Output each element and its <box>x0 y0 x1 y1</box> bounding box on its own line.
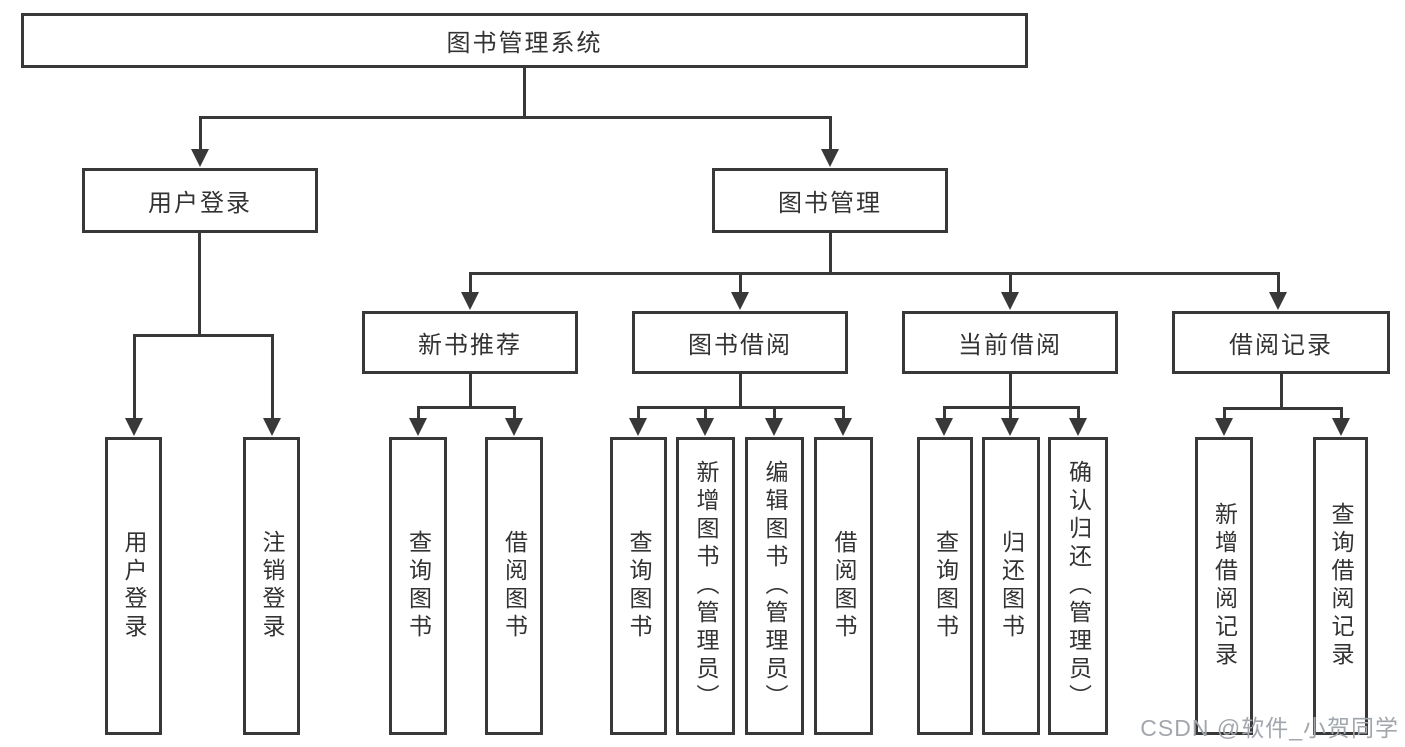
connector-line <box>468 374 472 409</box>
node-label: 借阅图书 <box>501 530 528 642</box>
arrowhead-down-icon <box>1269 292 1287 310</box>
node-label: 用户登录 <box>121 530 147 642</box>
connector-line <box>703 407 707 420</box>
connector-line <box>1008 407 1012 420</box>
node-borrow-records: 借阅记录 <box>1172 311 1390 374</box>
connector-line <box>197 233 201 337</box>
connector-line <box>416 407 420 420</box>
connector-line <box>1279 374 1283 410</box>
node-leaf-return-book: 归还图书 <box>982 437 1040 735</box>
arrowhead-down-icon <box>935 418 953 436</box>
connector-line <box>1222 408 1226 420</box>
arrowhead-down-icon <box>505 418 523 436</box>
node-leaf-add-borrow-record: 新增借阅记录 <box>1195 437 1253 735</box>
arrowhead-down-icon <box>821 149 839 167</box>
connector-line <box>772 407 776 420</box>
arrowhead-down-icon <box>696 418 714 436</box>
connector-line <box>828 233 832 275</box>
connector-line <box>132 335 136 420</box>
node-label: 查询图书 <box>932 530 959 642</box>
arrowhead-down-icon <box>263 418 281 436</box>
node-new-book-recommend: 新书推荐 <box>362 311 578 374</box>
node-current-borrow: 当前借阅 <box>902 311 1118 374</box>
node-leaf-query-book-1: 查询图书 <box>389 437 447 735</box>
node-label: 借阅图书 <box>831 530 857 642</box>
node-label: 图书管理系统 <box>446 30 603 57</box>
connector-line <box>636 407 640 420</box>
connector-line <box>522 68 526 119</box>
arrowhead-down-icon <box>1001 418 1019 436</box>
node-label: 新增图书（管理员） <box>693 460 719 712</box>
connector-line <box>416 405 516 409</box>
node-root: 图书管理系统 <box>21 13 1028 68</box>
node-leaf-borrow-book-2: 借阅图书 <box>814 437 873 735</box>
arrowhead-down-icon <box>1215 418 1233 436</box>
connector-line <box>1008 374 1012 409</box>
node-leaf-edit-book: 编辑图书（管理员） <box>745 437 804 735</box>
node-book-management: 图书管理 <box>712 168 948 233</box>
node-label: 当前借阅 <box>958 332 1062 359</box>
arrowhead-down-icon <box>834 418 852 436</box>
node-leaf-logout: 注销登录 <box>243 437 300 735</box>
connector-line <box>1339 408 1343 420</box>
connector-line <box>1222 406 1343 410</box>
arrowhead-down-icon <box>731 292 749 310</box>
node-book-borrow: 图书借阅 <box>632 311 848 374</box>
arrowhead-down-icon <box>1001 292 1019 310</box>
connector-line <box>1076 407 1080 420</box>
connector-line <box>468 271 1280 275</box>
node-label: 确认归还（管理员） <box>1065 460 1092 712</box>
connector-line <box>636 405 845 409</box>
node-leaf-query-book-3: 查询图书 <box>917 437 973 735</box>
node-label: 查询图书 <box>405 530 432 642</box>
node-label: 新增借阅记录 <box>1211 502 1238 670</box>
node-label: 用户登录 <box>148 190 252 217</box>
node-label: 新书推荐 <box>418 332 522 359</box>
connector-line <box>198 115 832 119</box>
arrowhead-down-icon <box>765 418 783 436</box>
node-label: 查询图书 <box>626 530 652 642</box>
node-label: 归还图书 <box>998 530 1025 642</box>
node-leaf-confirm-return: 确认归还（管理员） <box>1048 437 1108 735</box>
connector-line <box>828 117 832 151</box>
node-leaf-query-borrow-record: 查询借阅记录 <box>1313 437 1368 735</box>
arrowhead-down-icon <box>1332 418 1350 436</box>
node-leaf-query-book-2: 查询图书 <box>610 437 667 735</box>
node-label: 注销登录 <box>259 530 285 642</box>
arrowhead-down-icon <box>629 418 647 436</box>
connector-line <box>942 407 946 420</box>
node-leaf-add-book: 新增图书（管理员） <box>676 437 735 735</box>
arrowhead-down-icon <box>409 418 427 436</box>
node-label: 编辑图书（管理员） <box>762 460 788 712</box>
connector-line <box>198 117 202 151</box>
node-label: 图书管理 <box>778 190 882 217</box>
node-user-login: 用户登录 <box>82 168 318 233</box>
node-leaf-borrow-book-1: 借阅图书 <box>485 437 543 735</box>
connector-line <box>738 374 742 409</box>
connector-line <box>841 407 845 420</box>
connector-line <box>738 273 742 294</box>
connector-line <box>468 273 472 294</box>
node-leaf-user-login: 用户登录 <box>105 437 162 735</box>
connector-line <box>1008 273 1012 294</box>
node-label: 查询借阅记录 <box>1328 502 1354 670</box>
csdn-watermark: CSDN @软件_小贺同学 <box>1140 715 1399 741</box>
arrowhead-down-icon <box>1069 418 1087 436</box>
connector-line <box>512 407 516 420</box>
connector-line <box>1276 273 1280 294</box>
connector-line <box>270 335 274 420</box>
node-label: 图书借阅 <box>688 332 792 359</box>
node-label: 借阅记录 <box>1229 332 1333 359</box>
arrowhead-down-icon <box>461 292 479 310</box>
connector-line <box>132 333 274 337</box>
arrowhead-down-icon <box>191 149 209 167</box>
arrowhead-down-icon <box>125 418 143 436</box>
